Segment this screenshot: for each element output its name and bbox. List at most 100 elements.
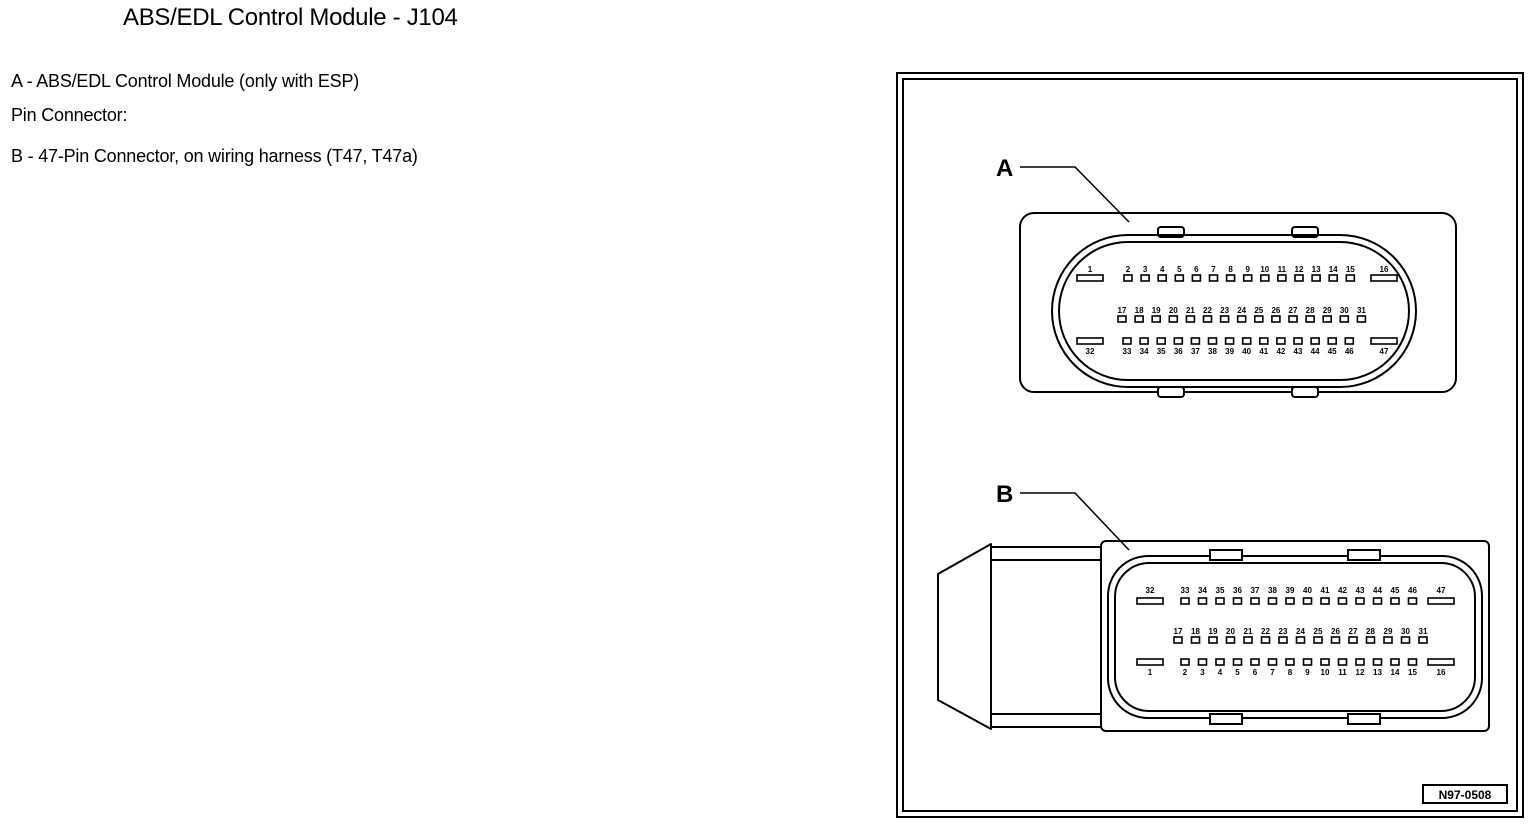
connector-b (937, 492, 1490, 732)
connector-a-pin (1339, 315, 1350, 323)
connector-b-pin (1180, 658, 1190, 666)
connector-a-pin (1258, 337, 1269, 345)
connector-b-pin (1302, 658, 1313, 666)
connector-b-pin (1295, 636, 1306, 644)
connector-a-pin-number: 39 (1225, 347, 1234, 356)
connector-b-pin-number: 35 (1216, 586, 1225, 595)
connector-b-pin (1190, 636, 1201, 644)
connector-b-pin-number: 43 (1356, 586, 1365, 595)
connector-a-pin (1370, 274, 1398, 282)
connector-a-pin (1328, 274, 1339, 282)
diagram-outer-frame (896, 72, 1524, 818)
connector-a-pin-number: 4 (1160, 265, 1165, 274)
connector-b-shroud-inner (1114, 562, 1476, 712)
connector-a-pin (1224, 337, 1235, 345)
connector-b-pin-number: 36 (1233, 586, 1242, 595)
connector-a-pin (1207, 337, 1218, 345)
connector-a-shroud-inner (1058, 241, 1410, 381)
connector-b-leader-line (1020, 492, 1130, 551)
connector-a-pin-number: 13 (1312, 265, 1321, 274)
connector-b-pin-number: 34 (1198, 586, 1207, 595)
connector-a-pin-number: 47 (1380, 347, 1389, 356)
connector-a-pin (1327, 337, 1338, 345)
connector-a-pin-number: 32 (1086, 347, 1095, 356)
connector-b-pin-number: 21 (1244, 627, 1253, 636)
connector-b-pin (1285, 597, 1295, 605)
connector-a-pin-number: 34 (1140, 347, 1149, 356)
connector-b-pin (1215, 658, 1225, 666)
connector-a-pin (1139, 337, 1149, 345)
connector-a-pin (1271, 315, 1281, 323)
connector-a-pin-number: 28 (1306, 306, 1315, 315)
connector-a-pin-number: 36 (1174, 347, 1183, 356)
connector-a-pin (1208, 274, 1219, 282)
connector-b-pin-number: 45 (1391, 586, 1400, 595)
connector-b-pin (1136, 597, 1164, 605)
connector-b-pin-number: 42 (1338, 586, 1347, 595)
connector-b-pin-number: 32 (1146, 586, 1155, 595)
connector-b-pin-number: 11 (1338, 668, 1347, 677)
connector-a-shroud-outer (1051, 234, 1417, 388)
connector-a-pin (1344, 337, 1355, 345)
connector-b-pin (1278, 636, 1288, 644)
connector-a-pin-number: 7 (1211, 265, 1216, 274)
connector-b-pin (1383, 636, 1393, 644)
connector-a-pin (1236, 315, 1247, 323)
connector-b-pin (1337, 597, 1348, 605)
connector-b-pin (1173, 636, 1183, 644)
diagram-inner-frame (902, 78, 1518, 812)
connector-a-pin (1345, 274, 1356, 282)
connector-a-pin-number: 35 (1157, 347, 1166, 356)
connector-b-pin (1320, 597, 1330, 605)
connector-a-pin-number: 23 (1220, 306, 1229, 315)
connector-b-shroud-outer (1107, 555, 1483, 719)
connector-b-pin-number: 23 (1279, 627, 1288, 636)
connector-a-housing (1019, 212, 1457, 393)
connector-b-pin (1348, 636, 1358, 644)
connector-b-pin-number: 24 (1296, 627, 1305, 636)
connector-b-pin (1260, 636, 1271, 644)
connector-a-pin-number: 11 (1278, 265, 1287, 274)
connector-a-pin-number: 40 (1242, 347, 1251, 356)
connector-b-pin-number: 27 (1349, 627, 1358, 636)
connector-a-pin (1117, 315, 1127, 323)
legend-item-b: B - 47-Pin Connector, on wiring harness … (11, 146, 418, 166)
connector-a-pin-number: 41 (1259, 347, 1268, 356)
connector-b-cable-boot (937, 543, 992, 730)
connector-b-pin (1313, 636, 1323, 644)
connector-a-pin (1122, 337, 1132, 345)
connector-a-pin-number: 29 (1323, 306, 1332, 315)
connector-b-pin-number: 19 (1209, 627, 1218, 636)
connector-a-leader-line (1020, 166, 1130, 223)
connector-b-pin-number: 46 (1408, 586, 1417, 595)
connector-b-pin (1407, 658, 1418, 666)
connector-a-pin-number: 8 (1228, 265, 1233, 274)
connector-a-pin-number: 1 (1088, 265, 1093, 274)
connector-b-pin (1267, 597, 1278, 605)
connector-b-pin (1197, 658, 1208, 666)
connector-a-pin-number: 16 (1380, 265, 1389, 274)
connector-b-pin (1427, 597, 1455, 605)
connector-b-pin-number: 8 (1288, 668, 1293, 677)
connector-a-pin (1140, 274, 1150, 282)
connector-a-pin (1173, 337, 1184, 345)
connector-b-pin-number: 14 (1391, 668, 1400, 677)
connector-a-tab (1291, 386, 1319, 398)
connector-b-pin-number: 38 (1268, 586, 1277, 595)
connector-a-pin (1134, 315, 1144, 323)
connector-a-pin (1185, 315, 1196, 323)
connector-a-pin (1356, 315, 1367, 323)
connector-b-pin-number: 2 (1183, 668, 1188, 677)
connector-a-pin-number: 12 (1295, 265, 1304, 274)
figure-reference-number: N97-0508 (1439, 788, 1492, 802)
connector-b-pin-number: 44 (1373, 586, 1382, 595)
connector-a-pin-number: 15 (1346, 265, 1355, 274)
connector-b-pin (1197, 597, 1208, 605)
connector-a-pin-number: 38 (1208, 347, 1217, 356)
connector-b-pin (1390, 597, 1400, 605)
connector-a-pin-number: 3 (1143, 265, 1148, 274)
connector-b-pin (1337, 658, 1348, 666)
connector-b-pin-number: 16 (1437, 668, 1446, 677)
connector-a-pin (1322, 315, 1333, 323)
